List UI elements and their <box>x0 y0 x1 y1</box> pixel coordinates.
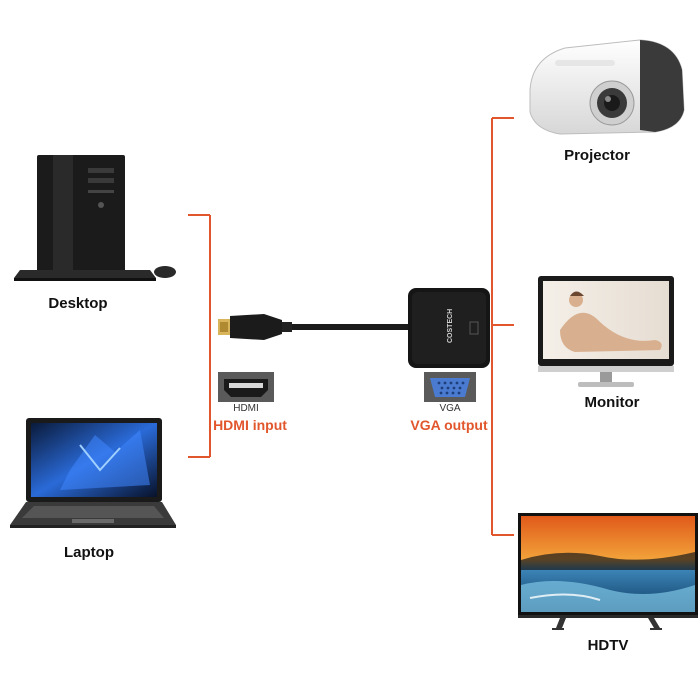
hdmi-port-caption: HDMI <box>233 403 259 414</box>
vga-port-caption: VGA <box>439 403 460 414</box>
hdmi-to-vga-adapter-icon: COSTECH <box>408 288 490 368</box>
hdmi-port-icon <box>218 372 274 402</box>
monitor-icon <box>538 276 674 387</box>
right-connector-bracket <box>491 117 514 536</box>
desktop-label: Desktop <box>48 295 107 312</box>
laptop-icon <box>10 418 176 528</box>
left-connector-bracket <box>188 214 211 458</box>
hdmi-plug-icon <box>218 314 292 340</box>
tv-icon <box>518 513 698 630</box>
monitor-label: Monitor <box>585 394 640 411</box>
adapter-brand-logo: COSTECH <box>447 309 454 343</box>
projector-icon <box>529 39 685 135</box>
laptop-label: Laptop <box>64 544 114 561</box>
vga-output-title: VGA output <box>410 417 488 433</box>
hdtv-label: HDTV <box>588 637 629 654</box>
hdmi-input-title: HDMI input <box>213 417 287 433</box>
desktop-computer-icon <box>14 155 176 281</box>
vga-port-icon <box>424 372 476 402</box>
projector-label: Projector <box>564 147 630 164</box>
